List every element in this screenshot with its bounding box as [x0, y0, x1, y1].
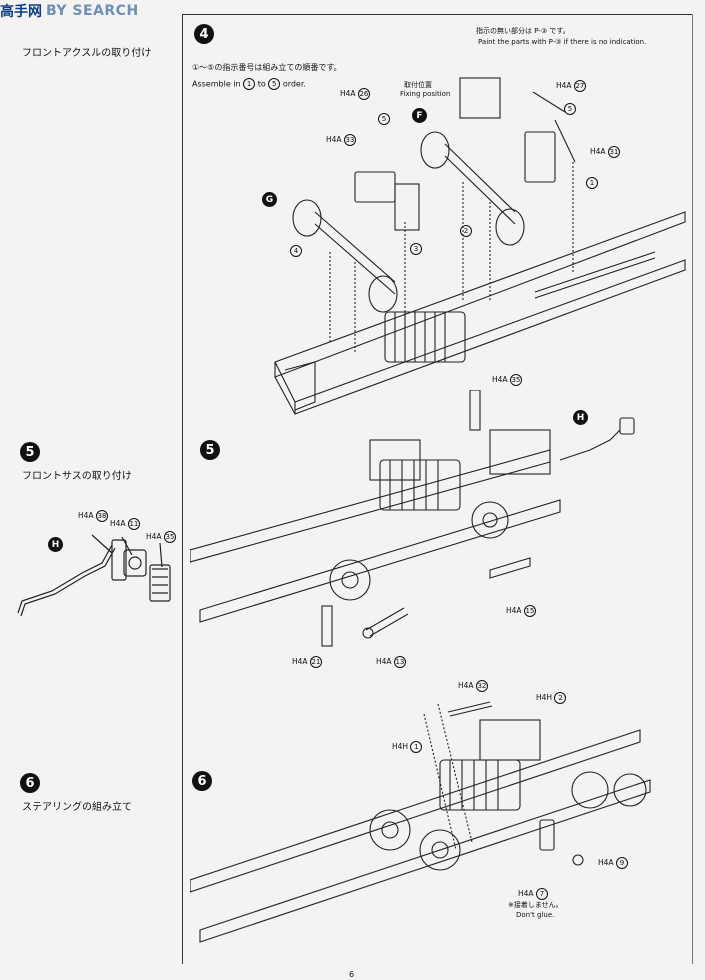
part-label-15: H4A 15	[506, 605, 536, 617]
left-letter-h: H	[48, 537, 63, 552]
fixing-position-en: Fixing position	[400, 90, 451, 98]
step-6-drawing	[190, 701, 651, 943]
step-4-badge: 4	[194, 24, 214, 44]
order-5-a: 5	[378, 108, 390, 127]
top-border	[182, 14, 692, 15]
letter-f: F	[412, 108, 427, 123]
part-label-9: H4A 9	[598, 857, 628, 869]
left-part-label-35: H4A 35	[146, 531, 176, 543]
order-3: 3	[410, 238, 422, 257]
order-4: 4	[290, 240, 302, 259]
column-divider	[182, 14, 183, 964]
part-label-21: H4A 21	[292, 656, 322, 668]
assembly-order-jp: ①～⑤の指示番号は組み立ての順番です。	[192, 63, 342, 72]
part-label-33: H4A 33	[326, 134, 356, 146]
part-label-32: H4A 32	[458, 680, 488, 692]
part-label-h1: H4H 1	[392, 741, 423, 753]
watermark-logo: 高手网 BY SEARCH	[0, 0, 139, 22]
part-label-35: H4A 35	[492, 374, 522, 386]
left-part-label-38: H4A 38	[78, 510, 108, 522]
watermark-mark: 高手网	[0, 4, 42, 20]
letter-g: G	[262, 192, 277, 207]
left-step-6-title: ステアリングの組み立て	[22, 802, 132, 813]
part-label-27: H4A 27	[556, 80, 586, 92]
left-step-5-title: フロントサスの取り付け	[22, 471, 132, 482]
order-1: 1	[586, 172, 598, 191]
part-label-h2: H4H 2	[536, 692, 567, 704]
part-label-26: H4A 26	[340, 88, 370, 100]
paint-note-en: Paint the parts with P-③ if there is no …	[478, 38, 647, 46]
left-step-6-badge: 6	[20, 773, 40, 793]
part-label-7: H4A 7	[518, 888, 548, 900]
left-part-label-11: H4A 11	[110, 518, 140, 530]
no-glue-jp: ※接着しません。	[508, 901, 563, 909]
part-label-31: H4A 31	[590, 146, 620, 158]
order-5-b: 5	[564, 98, 576, 117]
part-label-13: H4A 13	[376, 656, 406, 668]
left-sus-drawing	[17, 534, 171, 617]
fixing-position-jp: 取付位置	[404, 81, 432, 89]
right-border	[692, 14, 693, 964]
left-step-5-badge: 5	[20, 442, 40, 462]
watermark-text: BY SEARCH	[46, 3, 139, 19]
page-number: 6	[349, 970, 355, 979]
order-2: 2	[460, 220, 472, 239]
paint-note-jp: 指示の無い部分は P-③ です。	[476, 27, 570, 35]
step-5-badge: 5	[200, 440, 220, 460]
no-glue-en: Don't glue.	[516, 911, 555, 919]
letter-h: H	[573, 410, 588, 425]
step-4-drawing	[274, 77, 686, 415]
step-5-drawing	[190, 390, 635, 647]
assembly-order-en: Assemble in 1 to 5 order.	[192, 78, 306, 90]
front-axle-title: フロントアクスルの取り付け	[22, 48, 152, 59]
step-6-badge: 6	[192, 771, 212, 791]
